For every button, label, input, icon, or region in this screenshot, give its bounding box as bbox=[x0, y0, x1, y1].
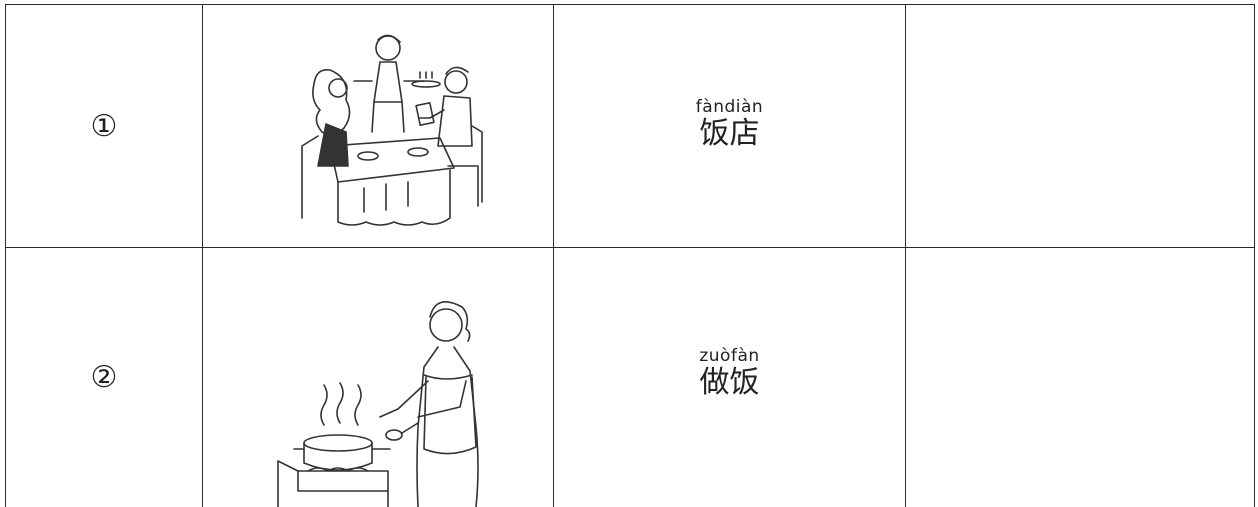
table-col-divider bbox=[905, 4, 906, 507]
hanzi-label: 做饭 bbox=[699, 364, 760, 400]
table-col-divider bbox=[202, 4, 203, 507]
image-cell bbox=[203, 5, 553, 247]
table-border-left bbox=[5, 4, 6, 507]
cooking-scene-icon bbox=[277, 301, 479, 507]
table-row: ② bbox=[6, 248, 202, 507]
pinyin-label: zuòfàn bbox=[699, 345, 760, 366]
hanzi-label: 饭店 bbox=[699, 116, 760, 151]
pinyin-label: fàndiàn bbox=[695, 97, 764, 117]
table-border-top bbox=[5, 4, 1255, 5]
word-cell: zuòfàn 做饭 bbox=[554, 248, 905, 507]
table-row-divider bbox=[5, 247, 1255, 248]
row-number: ① bbox=[90, 108, 118, 144]
table-row: ① bbox=[6, 5, 202, 247]
image-cell bbox=[203, 248, 553, 507]
table-col-divider bbox=[553, 4, 554, 507]
table-border-right bbox=[1254, 4, 1255, 507]
restaurant-scene-icon bbox=[301, 34, 483, 226]
row-number: ② bbox=[90, 360, 118, 395]
vocabulary-word: zuòfàn 做饭 bbox=[699, 347, 759, 401]
vocabulary-word: fàndiàn 饭店 bbox=[696, 98, 763, 152]
answer-cell[interactable] bbox=[906, 248, 1254, 507]
word-cell: fàndiàn 饭店 bbox=[554, 5, 905, 247]
answer-cell[interactable] bbox=[906, 5, 1254, 247]
